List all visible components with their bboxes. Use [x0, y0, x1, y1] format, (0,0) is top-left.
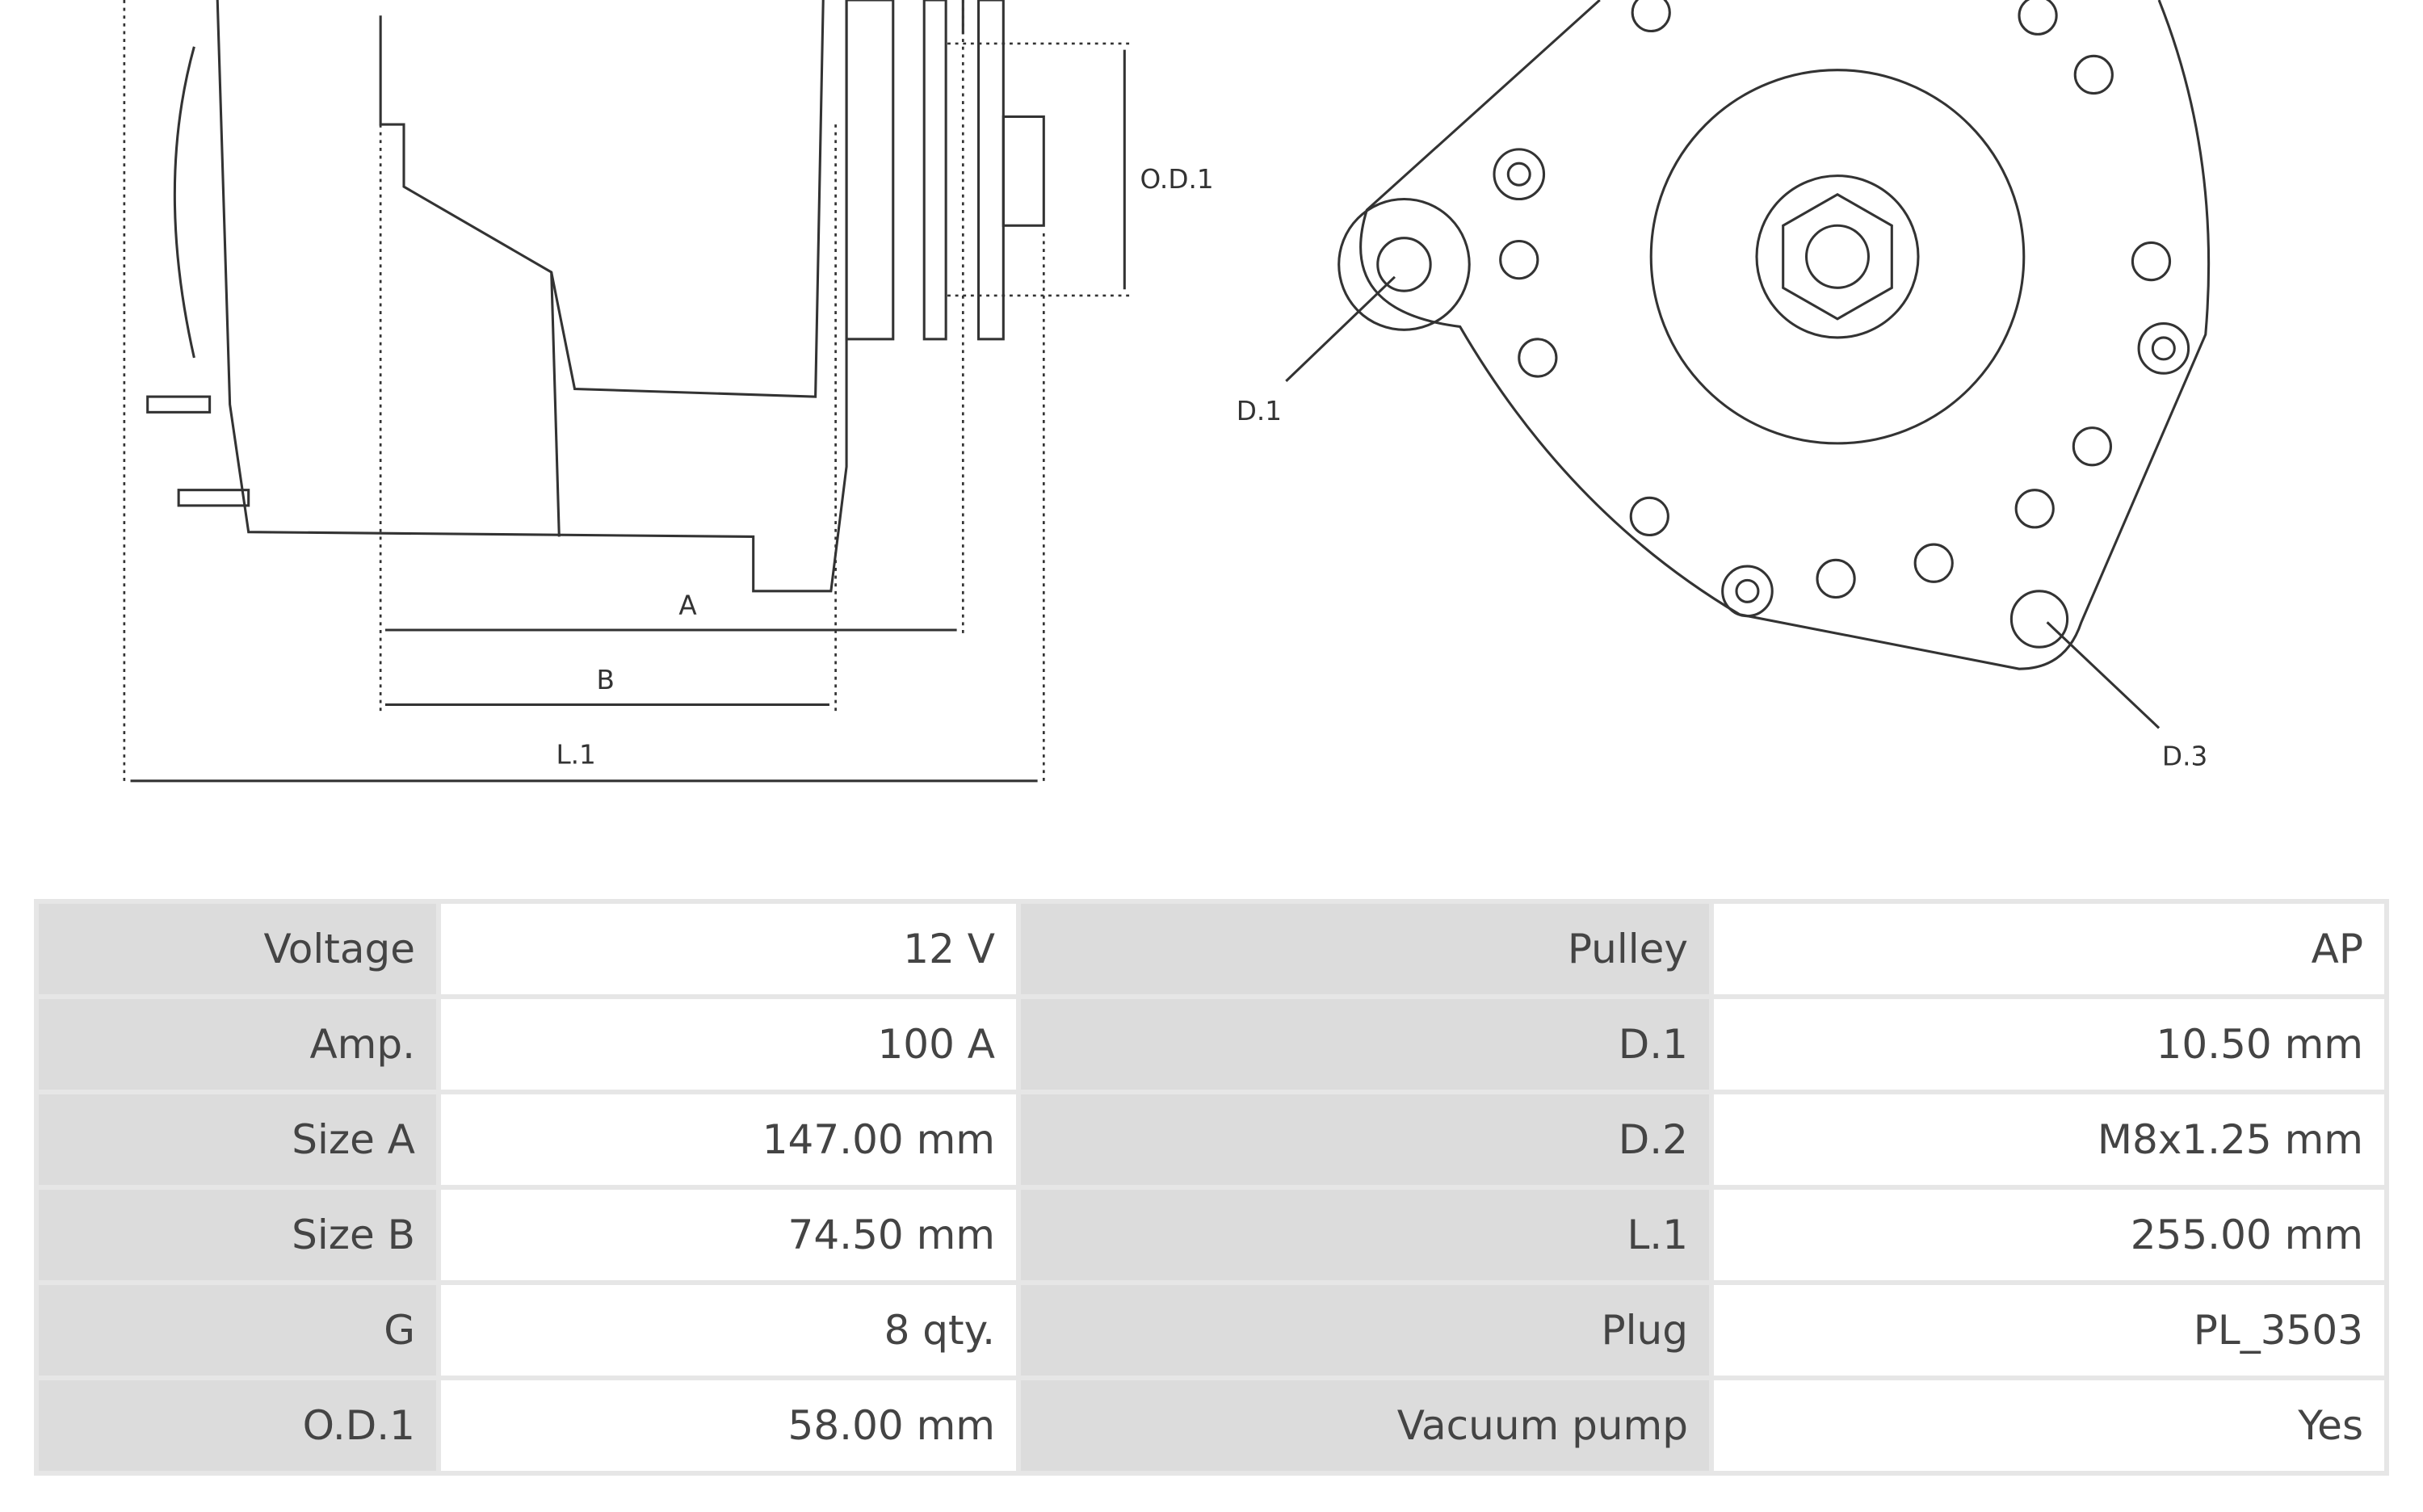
spec-value: PL_3503 [1714, 1285, 2384, 1376]
spec-value: 10.50 mm [1714, 999, 2384, 1090]
spec-value: 8 qty. [441, 1285, 1016, 1376]
alternator-dimension-drawing: A B L.1 O.D.1 D.1 D.3 [123, 0, 2211, 786]
dimension-label-od1: O.D.1 [1140, 164, 1214, 195]
spec-value: 74.50 mm [441, 1190, 1016, 1280]
spec-value: 255.00 mm [1714, 1190, 2384, 1280]
spec-label: Size B [39, 1190, 436, 1280]
dimension-label-a: A [678, 590, 697, 621]
spec-label: D.1 [1021, 999, 1709, 1090]
dimension-label-b: B [596, 665, 614, 695]
spec-value: 147.00 mm [441, 1094, 1016, 1185]
spec-value: 58.00 mm [441, 1380, 1016, 1471]
dimension-label-d1: D.1 [1237, 396, 1282, 426]
dimension-label-l1: L.1 [556, 740, 595, 771]
spec-label: Size A [39, 1094, 436, 1185]
spec-label: Plug [1021, 1285, 1709, 1376]
spec-label: Amp. [39, 999, 436, 1090]
spec-value: M8x1.25 mm [1714, 1094, 2384, 1185]
spec-label: L.1 [1021, 1190, 1709, 1280]
spec-label: D.2 [1021, 1094, 1709, 1185]
front-view: D.1 D.3 [1237, 0, 2211, 772]
spec-value: Yes [1714, 1380, 2384, 1471]
spec-value: AP [1714, 904, 2384, 994]
spec-label: Vacuum pump [1021, 1380, 1709, 1471]
spec-value: 100 A [441, 999, 1016, 1090]
dimension-label-d3: D.3 [2162, 741, 2207, 772]
spec-label: O.D.1 [39, 1380, 436, 1471]
spec-value: 12 V [441, 904, 1016, 994]
spec-label: G [39, 1285, 436, 1376]
side-view: A B L.1 O.D.1 [123, 0, 1214, 786]
spec-label: Pulley [1021, 904, 1709, 994]
spec-label: Voltage [39, 904, 436, 994]
